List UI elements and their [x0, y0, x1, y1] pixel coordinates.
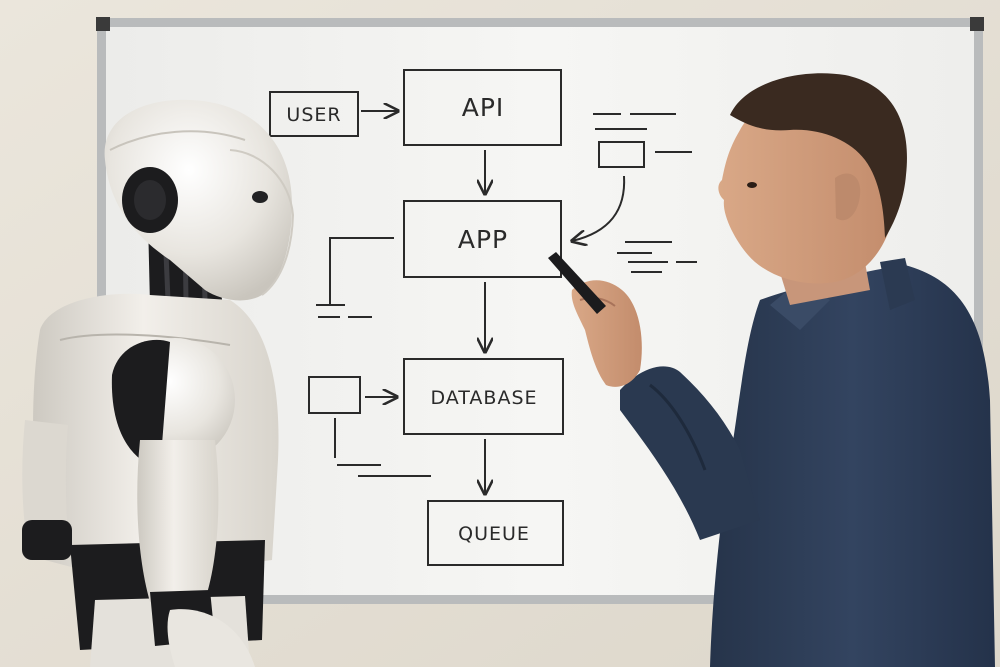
user-label: USER: [286, 104, 341, 126]
whiteboard-corner-tl: [96, 17, 110, 31]
app-box: [403, 200, 562, 278]
database-label: DATABASE: [430, 387, 537, 409]
robot-head: [104, 99, 293, 301]
app-label: APP: [458, 225, 508, 254]
database-box: [403, 358, 564, 435]
small-box-left: [308, 376, 361, 414]
man-sleeve-fold: [649, 383, 707, 471]
robot-head-seam: [109, 130, 246, 151]
robot-back-elbow: [22, 520, 72, 560]
api-box: [403, 69, 562, 146]
robot-torso-seam: [59, 333, 231, 346]
robot-face-plate: [229, 149, 295, 296]
robot-shoulder-joint: [111, 339, 170, 470]
man-hand: [571, 280, 642, 387]
robot-eye-icon: [252, 191, 268, 203]
arrow-curved-to-app: [572, 175, 626, 241]
man-eye-icon: [747, 182, 757, 188]
man-shirt: [710, 265, 995, 667]
whiteboard-corner-tr: [970, 17, 984, 31]
small-box-right: [598, 141, 645, 168]
user-box: [269, 91, 359, 137]
man-ear-icon: [835, 173, 861, 221]
man-hair: [730, 73, 907, 238]
api-label: API: [462, 93, 505, 122]
robot-forearm: [167, 609, 255, 667]
man-presenter: [548, 73, 995, 667]
queue-box: [427, 500, 564, 566]
man-collar-right: [880, 258, 915, 310]
marker-pen-icon: [548, 252, 606, 314]
robot-ear-inner-icon: [134, 180, 166, 220]
robot-upper-arm: [137, 440, 219, 602]
man-sleeve: [620, 366, 760, 540]
queue-label: QUEUE: [458, 523, 530, 545]
architecture-diagram: [269, 69, 697, 566]
left-bracket-doodle: [329, 237, 394, 305]
humanoid-robot: [22, 99, 295, 667]
